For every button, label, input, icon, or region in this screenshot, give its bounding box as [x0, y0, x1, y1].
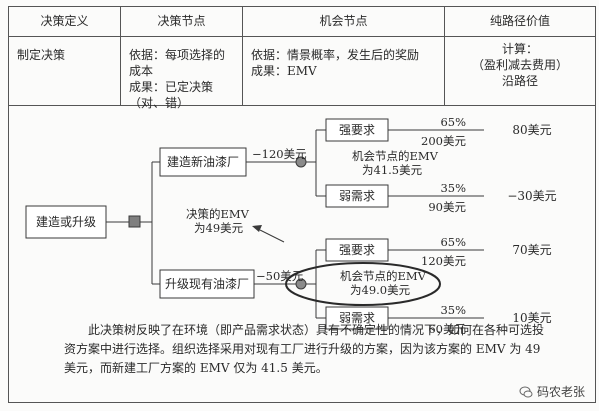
decision-node-basis: 依据：每项选择的成本 [129, 48, 226, 78]
decision-emv-arrow-line [259, 229, 285, 243]
outcome-4-payoff: 60美元 [428, 322, 466, 336]
outcome-2-label: 弱需求 [339, 189, 375, 203]
make-decision-text: 制定决策 [17, 48, 66, 62]
path-value-2: −30美元 [507, 189, 556, 203]
outcome-2-prob: 35% [440, 181, 466, 195]
outcome-2-payoff: 90美元 [428, 200, 466, 214]
chance-node-top [295, 156, 307, 168]
path-value-3: 70美元 [512, 243, 551, 257]
outcome-3-prob: 65% [440, 235, 466, 249]
header-decision-definition: 决策定义 [9, 7, 121, 37]
cell-chance-node-desc: 依据：情景概率，发生后的奖励 成果：EMV [243, 37, 445, 105]
emv-top-line2: 为41.5美元 [362, 163, 423, 177]
path-value-calc: 计算： [501, 42, 538, 56]
build-new-label: 建造新油漆厂 [167, 154, 239, 169]
path-value-formula: （盈利减去费用） [471, 58, 568, 72]
definition-table: 决策定义 决策节点 机会节点 纯路径价值 制定决策 依据：每项选择的成本 成果：… [8, 6, 596, 110]
cost-top-label: −120美元 [252, 147, 307, 161]
highlight-ellipse [285, 262, 441, 306]
watermark-text: 码农老张 [537, 385, 586, 399]
outcome-3-label: 强要求 [339, 243, 375, 257]
path-value-4: 10美元 [512, 311, 551, 325]
outcome-1-label: 强要求 [339, 123, 375, 137]
outcome-4-label: 弱需求 [339, 311, 375, 325]
outcome-3-box [325, 238, 389, 262]
footnote-text: 此决策树反映了在环境（即产品需求状态）具有不确定性的情况下，如何在各种可选投资方… [64, 323, 545, 375]
watermark: 码农老张 [519, 383, 585, 400]
outcome-2-box [325, 184, 389, 208]
header-chance-node: 机会节点 [243, 7, 445, 37]
outcome-1-prob: 65% [440, 115, 466, 129]
emv-top-line1: 机会节点的EMV [352, 149, 439, 163]
outcome-4-prob: 35% [440, 303, 466, 317]
upgrade-label: 升级现有油漆厂 [165, 277, 249, 291]
outcome-1-box [325, 118, 389, 142]
chance-node-result: 成果：EMV [251, 64, 317, 78]
cost-bottom-label: −50美元 [256, 269, 304, 283]
path-value-along: 沿路径 [501, 74, 538, 88]
outcome-3-payoff: 120美元 [421, 254, 466, 268]
cell-decision-node-desc: 依据：每项选择的成本 成果：已定决策（对、错） [121, 37, 243, 110]
decision-emv-line1: 决策的EMV [186, 207, 250, 221]
outcome-1-payoff: 200美元 [421, 134, 466, 148]
root-label: 建造或升级 [36, 215, 96, 229]
upgrade-box [159, 269, 255, 299]
wechat-icon [519, 386, 533, 397]
emv-bottom-line2: 为49.0美元 [350, 283, 411, 297]
build-new-box [159, 147, 247, 177]
chance-node-basis: 依据：情景概率，发生后的奖励 [251, 48, 420, 62]
decision-emv-line2: 为49美元 [194, 221, 244, 235]
header-path-value: 纯路径价值 [445, 7, 595, 37]
outcome-4-box [325, 306, 389, 330]
chance-node-bottom [295, 278, 307, 290]
root-box [25, 205, 107, 239]
emv-bottom-line1: 机会节点的EMV [340, 269, 427, 283]
decision-emv-arrowhead [252, 225, 262, 232]
decision-node [128, 215, 141, 228]
path-value-1: 80美元 [512, 123, 551, 137]
header-decision-node: 决策节点 [121, 7, 243, 37]
cell-make-decision: 制定决策 [9, 37, 121, 105]
cell-path-value-desc: 计算： （盈利减去费用） 沿路径 [445, 37, 595, 105]
decision-node-result: 成果：已定决策（对、错） [129, 80, 214, 110]
decision-tree-panel [8, 106, 596, 403]
